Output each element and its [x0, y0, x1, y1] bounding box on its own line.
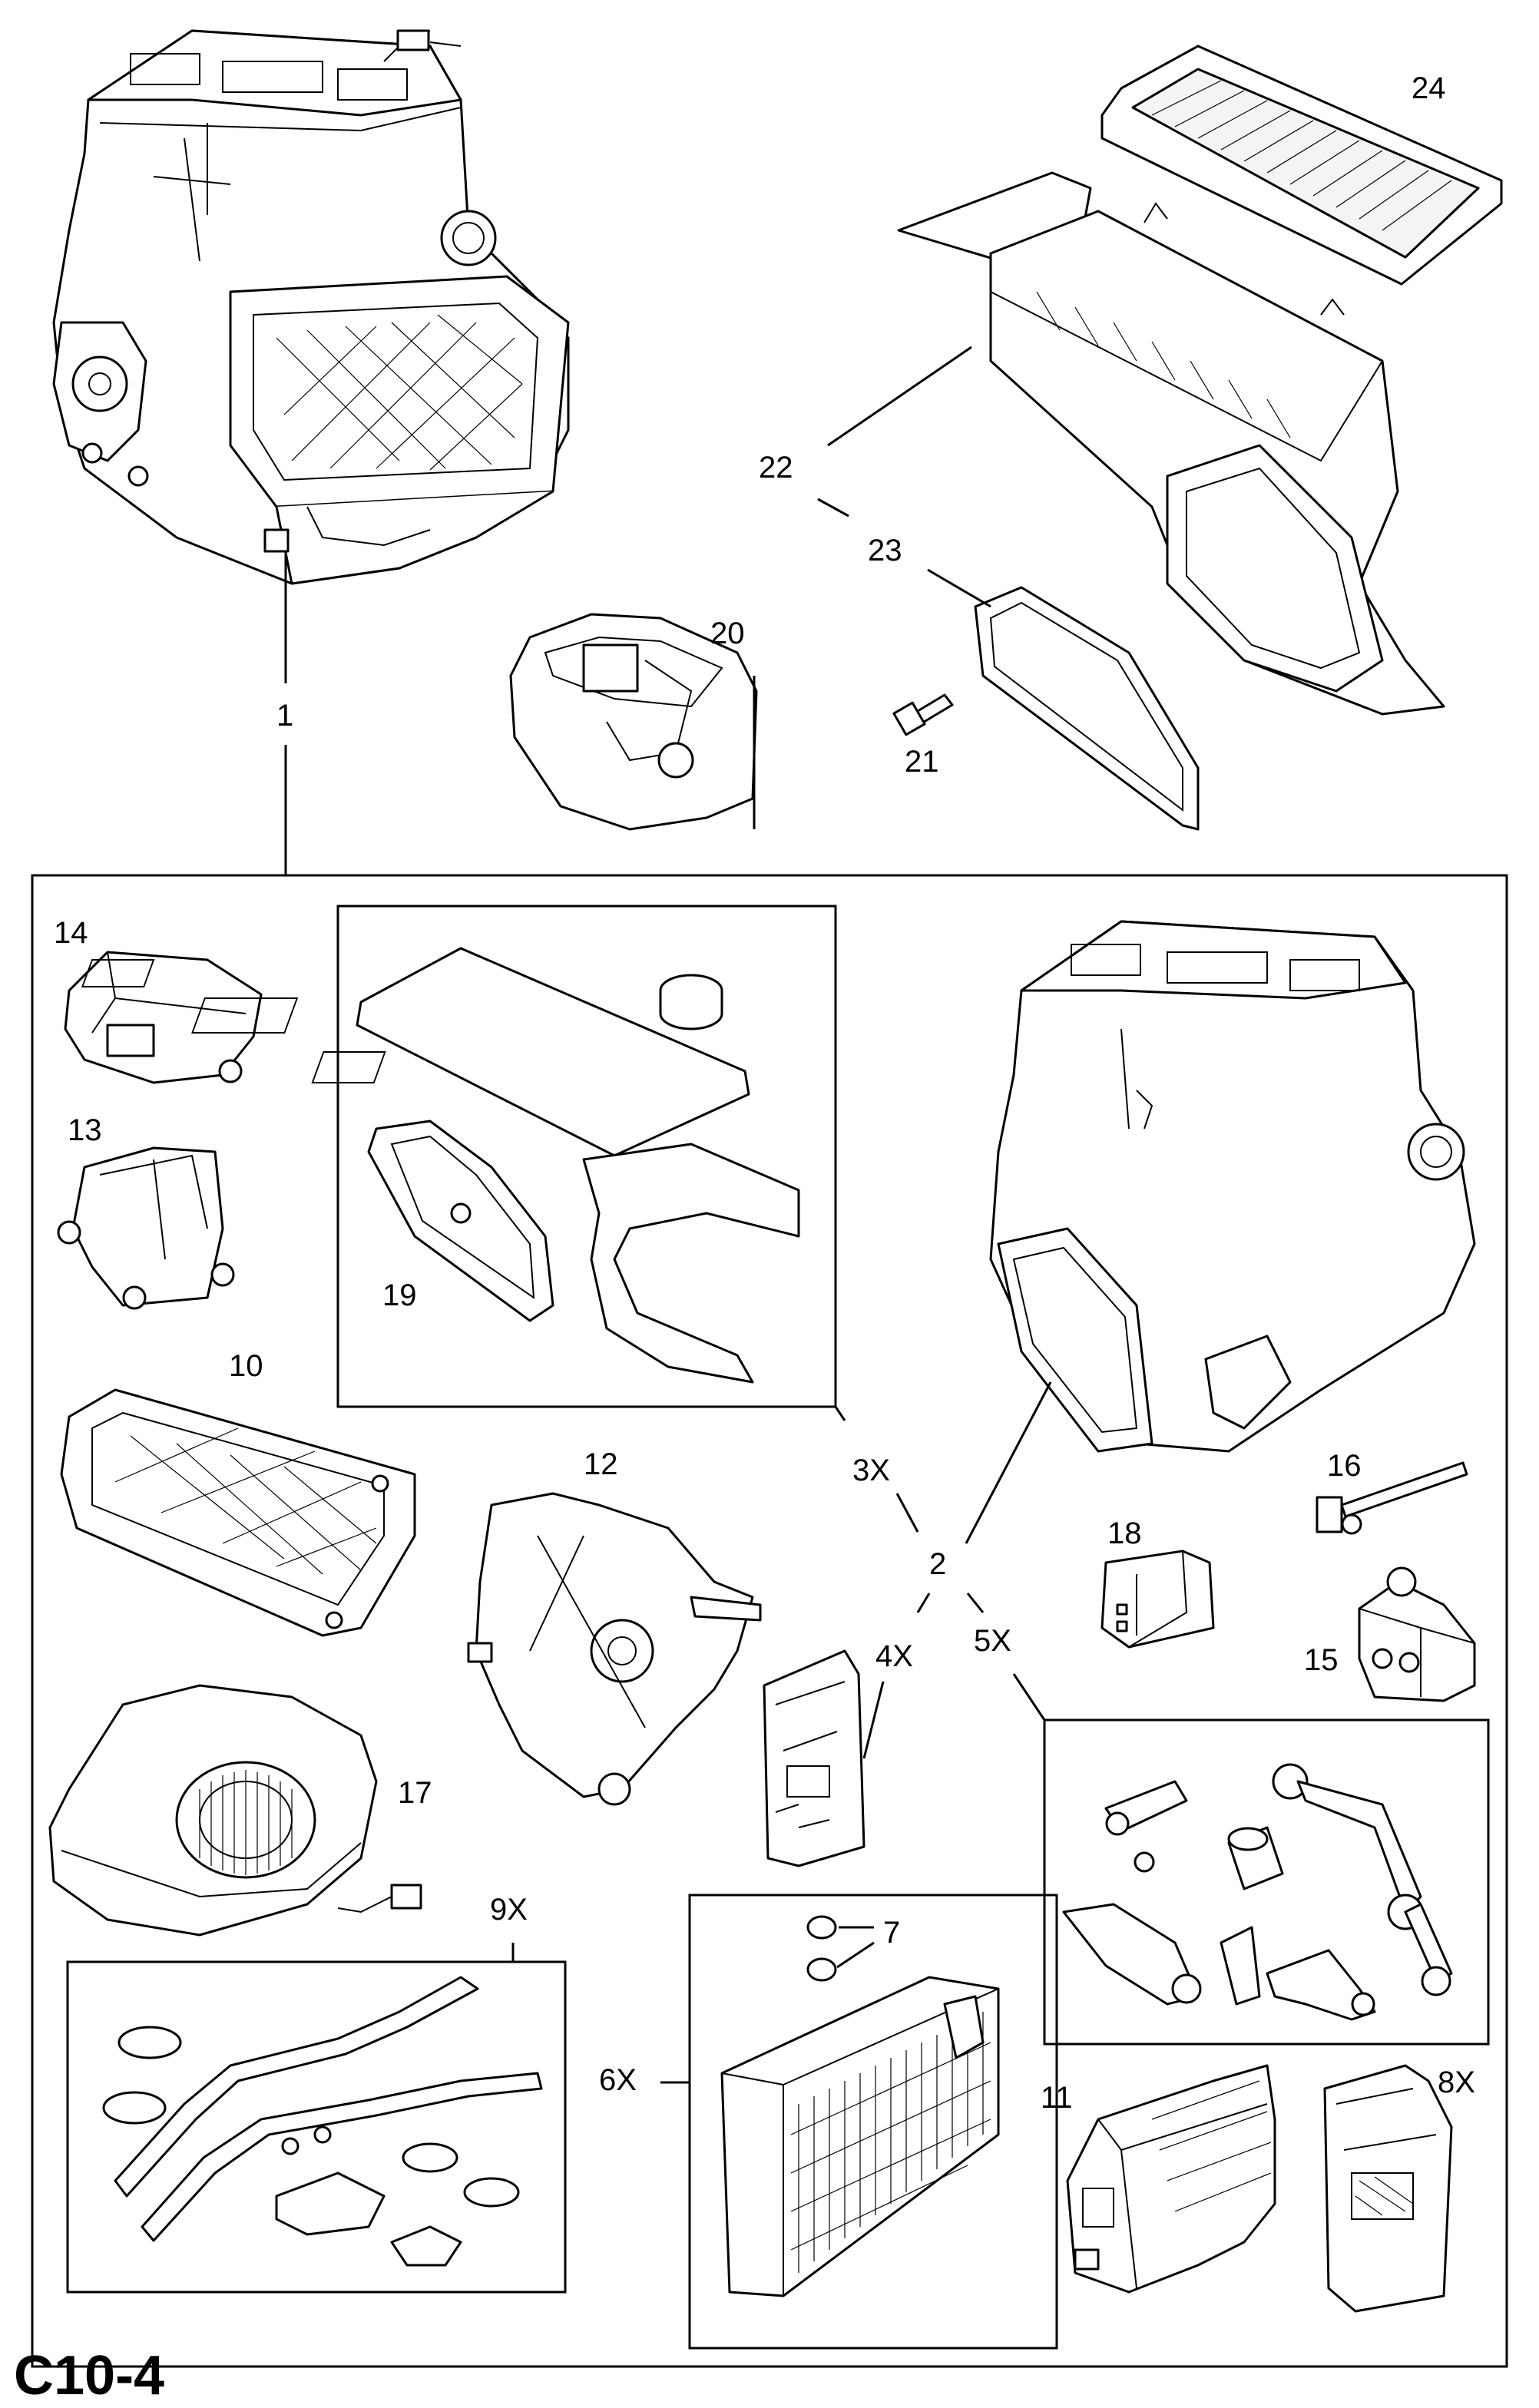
part-1-heater-housing — [52, 29, 570, 585]
callout-9x: 9X — [490, 1893, 528, 1927]
callout-12: 12 — [584, 1447, 618, 1481]
callout-19: 19 — [382, 1278, 417, 1312]
page-code: C10-4 — [14, 2345, 164, 2406]
part-23-duct-seal — [974, 586, 1200, 831]
callout-23: 23 — [868, 534, 902, 567]
part-22-air-intake-duct — [897, 171, 1445, 716]
part-15-sensor-block — [1358, 1566, 1476, 1702]
part-16-sensor — [1316, 1461, 1468, 1535]
part-9x-pipe-kit — [102, 1976, 543, 2267]
callout-24: 24 — [1412, 71, 1446, 105]
callout-15: 15 — [1304, 1643, 1339, 1677]
part-6x-heater-core — [720, 1976, 1000, 2297]
callout-13: 13 — [68, 1113, 102, 1147]
callout-17: 17 — [398, 1776, 432, 1810]
part-13-actuator — [57, 1146, 235, 1310]
callout-18: 18 — [1107, 1517, 1142, 1550]
part-21-bolt — [892, 693, 954, 736]
callout-22: 22 — [759, 451, 793, 485]
callout-7: 7 — [883, 1916, 900, 1950]
part-8x-kit-bag — [1323, 2064, 1453, 2313]
part-20-flap-housing — [509, 613, 758, 831]
kit-3x-frame — [336, 905, 837, 1408]
callout-4x: 4X — [875, 1639, 913, 1673]
callout-16: 16 — [1327, 1449, 1362, 1483]
kit-9x-frame — [66, 1960, 567, 2294]
part-14-actuator — [64, 951, 263, 1084]
callout-10: 10 — [229, 1349, 263, 1383]
part-4x-kit-bag — [763, 1649, 865, 1867]
callout-21: 21 — [905, 745, 939, 779]
callout-20: 20 — [710, 617, 745, 650]
kit-5x-frame — [1043, 1718, 1490, 2046]
part-11-evaporator — [1066, 2064, 1276, 2294]
kit-6x-frame — [688, 1894, 1058, 2350]
callout-1: 1 — [276, 699, 293, 733]
part-2-heater-unit — [989, 920, 1476, 1453]
callout-14: 14 — [54, 916, 88, 950]
callout-11: 11 — [1041, 2081, 1073, 2115]
part-1-lattice — [276, 314, 523, 471]
callout-5x: 5X — [974, 1624, 1011, 1658]
callout-2: 2 — [929, 1547, 946, 1581]
part-17-blower — [48, 1684, 422, 1937]
part-10-door-frame — [60, 1388, 416, 1637]
callout-8x: 8X — [1438, 2066, 1475, 2099]
assembly-frame — [31, 874, 1508, 2368]
part-24-cabin-filter — [1100, 45, 1503, 286]
part-18-resistor — [1100, 1550, 1215, 1649]
callout-3x: 3X — [852, 1454, 890, 1487]
part-12-door-mechanism — [467, 1492, 762, 1806]
part-7-o-rings — [806, 1915, 837, 1982]
part-5x-linkage-kit — [1062, 1763, 1453, 2021]
part-19-seal-kit — [81, 947, 800, 1384]
callout-6x: 6X — [599, 2063, 637, 2097]
